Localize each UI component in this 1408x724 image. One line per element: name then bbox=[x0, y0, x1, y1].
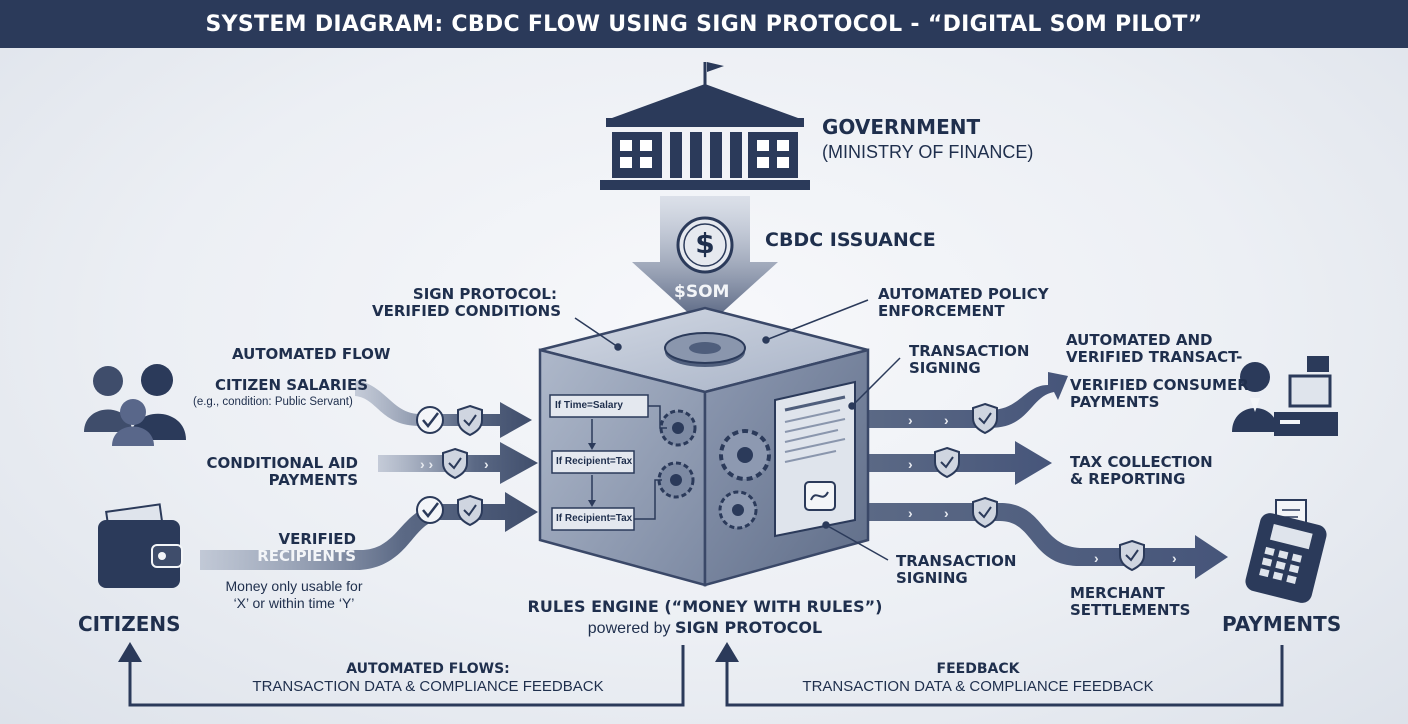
feedback-loop-right bbox=[715, 642, 1284, 707]
flow-arrow-consumer bbox=[868, 372, 1068, 428]
feedback-right-title: FEEDBACK bbox=[936, 661, 1020, 677]
shield-check-icon bbox=[1119, 539, 1145, 572]
signed-document-icon bbox=[774, 380, 856, 538]
government-label: GOVERNMENT bbox=[822, 115, 981, 139]
flow-arrow-salaries bbox=[355, 380, 532, 438]
feedback-left-sub: TRANSACTION DATA & COMPLIANCE FEEDBACK bbox=[252, 678, 604, 695]
salaries-condition-note: (e.g., condition: Public Servant) bbox=[193, 396, 353, 408]
chevron-right-icon: › bbox=[1172, 550, 1177, 566]
gear-icon bbox=[718, 490, 758, 530]
citizens-label: CITIZENS bbox=[78, 612, 181, 636]
rules-engine-cube bbox=[538, 306, 870, 587]
flow-arrow-tax bbox=[868, 441, 1052, 485]
rule-recipient-tax-2: If Recipient=Tax bbox=[556, 513, 633, 524]
tax-collection-label: TAX COLLECTION& REPORTING bbox=[1070, 453, 1213, 489]
diagram-title: SYSTEM DIAGRAM: CBDC FLOW USING SIGN PRO… bbox=[0, 0, 1408, 48]
chevron-right-icon: › bbox=[944, 412, 949, 428]
citizen-salaries-label: CITIZEN SALARIES bbox=[215, 376, 369, 394]
chevron-right-icon: › bbox=[908, 456, 913, 472]
pos-terminal-icon bbox=[1245, 499, 1327, 603]
shield-check-icon bbox=[972, 496, 998, 529]
gear-icon bbox=[657, 461, 695, 499]
currency-label: $SOM bbox=[674, 282, 730, 302]
gear-icon bbox=[719, 429, 771, 481]
rules-engine-subcaption: powered by SIGN PROTOCOL bbox=[587, 618, 823, 637]
gear-icon bbox=[659, 409, 697, 447]
shield-check-icon bbox=[457, 404, 483, 437]
rule-recipient-tax-1: If Recipient=Tax bbox=[556, 456, 633, 467]
feedback-left-title: AUTOMATED FLOWS: bbox=[346, 661, 510, 677]
check-circle-icon bbox=[416, 406, 444, 434]
chevron-right-icon: › bbox=[908, 412, 913, 428]
issuance-label: CBDC ISSUANCE bbox=[765, 229, 936, 251]
rule-box bbox=[551, 450, 635, 474]
chevron-right-icon: › bbox=[484, 456, 489, 472]
shield-check-icon bbox=[972, 402, 998, 435]
feedback-right-sub: TRANSACTION DATA & COMPLIANCE FEEDBACK bbox=[802, 678, 1154, 695]
flow-arrow-verified bbox=[200, 492, 538, 570]
shield-check-icon bbox=[934, 446, 960, 479]
sign-protocol-callout: SIGN PROTOCOL:VERIFIED CONDITIONS bbox=[372, 285, 562, 321]
wallet-icon bbox=[98, 503, 183, 588]
gear-icon bbox=[664, 332, 746, 367]
shield-check-icon bbox=[457, 494, 483, 527]
feedback-loop-left bbox=[118, 642, 685, 707]
dollar-coin-icon: $ bbox=[695, 227, 715, 260]
payments-label: PAYMENTS bbox=[1222, 612, 1342, 636]
automated-flow-label: AUTOMATED FLOW bbox=[232, 345, 391, 363]
cashier-icon bbox=[1232, 356, 1338, 436]
shield-check-icon bbox=[442, 447, 468, 480]
chevron-right-icon: › › bbox=[420, 456, 434, 472]
rule-time-salary: If Time=Salary bbox=[555, 400, 623, 411]
chevron-right-icon: › bbox=[944, 505, 949, 521]
rules-engine-caption: RULES ENGINE (“MONEY WITH RULES”) bbox=[527, 597, 883, 616]
government-subtitle: (MINISTRY OF FINANCE) bbox=[822, 142, 1034, 162]
chevron-right-icon: › bbox=[908, 505, 913, 521]
government-building-icon bbox=[600, 62, 810, 190]
chevron-right-icon: › bbox=[1094, 550, 1099, 566]
diagram-canvas: › › › › › › › › › › bbox=[84, 62, 1338, 707]
citizens-people-icon bbox=[84, 364, 186, 446]
issuance-arrow bbox=[632, 196, 778, 328]
money-usage-note: Money only usable for‘X’ or within time … bbox=[225, 578, 363, 611]
check-circle-icon bbox=[416, 496, 444, 524]
